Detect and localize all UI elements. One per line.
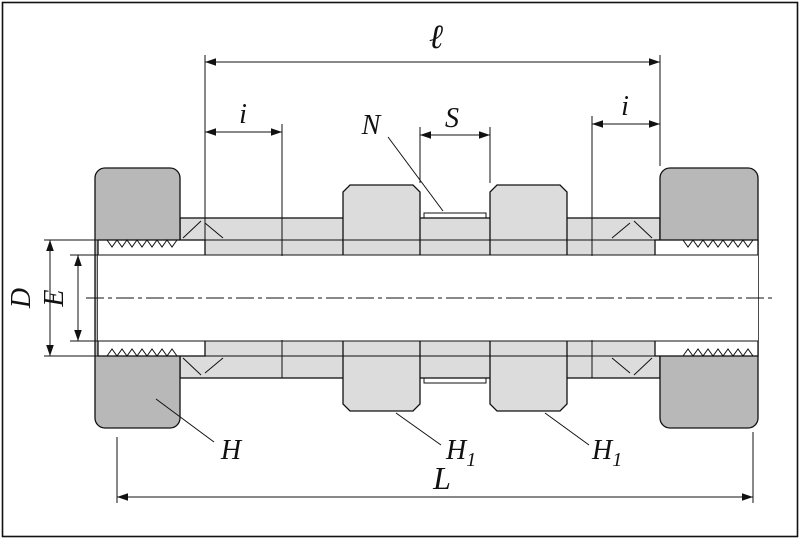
- arrowhead: [649, 58, 660, 66]
- dim-label-i-left: i: [239, 99, 247, 130]
- arrowhead: [205, 128, 216, 136]
- leader-line: [155, 398, 215, 443]
- arrowhead: [742, 493, 753, 501]
- arrowhead: [592, 120, 603, 128]
- counterbore-lines: [205, 239, 655, 357]
- dim-label-n: N: [361, 110, 382, 141]
- arrowhead: [479, 131, 490, 139]
- label-n: N: [361, 110, 444, 212]
- dim-i-right: i: [591, 91, 660, 218]
- label-h1-right: H1: [544, 412, 622, 471]
- nut-thread-left: [106, 239, 178, 357]
- ferrules-left: [182, 220, 224, 376]
- dim-label-i-right: i: [621, 91, 629, 122]
- arrowhead: [420, 131, 431, 139]
- arrowhead: [74, 330, 82, 341]
- dim-e: E: [39, 254, 100, 342]
- dim-i-left: i: [205, 99, 283, 218]
- dim-label-h: H: [220, 435, 243, 466]
- dim-label-e: E: [39, 289, 70, 307]
- ferrules-right: [611, 220, 653, 376]
- label-h: H: [155, 398, 243, 466]
- nut-thread-right: [682, 239, 754, 357]
- arrowhead: [117, 493, 128, 501]
- dim-label-d: D: [6, 288, 37, 309]
- arrowhead: [271, 128, 282, 136]
- label-h1-left: H1: [395, 412, 476, 471]
- dim-overall-top: ℓ: [204, 19, 661, 240]
- arrowhead: [46, 240, 54, 251]
- dim-label-l-overall: L: [432, 460, 451, 496]
- dim-l-overall: L: [116, 432, 754, 503]
- dim-label-h1-left: H1: [445, 435, 476, 471]
- leader-line: [544, 412, 590, 446]
- leader-line: [387, 136, 444, 212]
- arrowhead: [649, 120, 660, 128]
- panel-thread-lines: [423, 212, 487, 384]
- bore-lines: [98, 254, 758, 342]
- arrowhead: [74, 255, 82, 266]
- dim-d: D: [6, 239, 100, 357]
- dim-s: S: [419, 103, 491, 183]
- arrowhead: [205, 58, 216, 66]
- arrowhead: [46, 345, 54, 356]
- leader-line: [395, 412, 442, 446]
- dim-label-overall-top: ℓ: [429, 19, 443, 56]
- dim-label-h1-right: H1: [591, 435, 622, 471]
- dim-label-s: S: [445, 103, 459, 134]
- body-steps: [281, 218, 593, 378]
